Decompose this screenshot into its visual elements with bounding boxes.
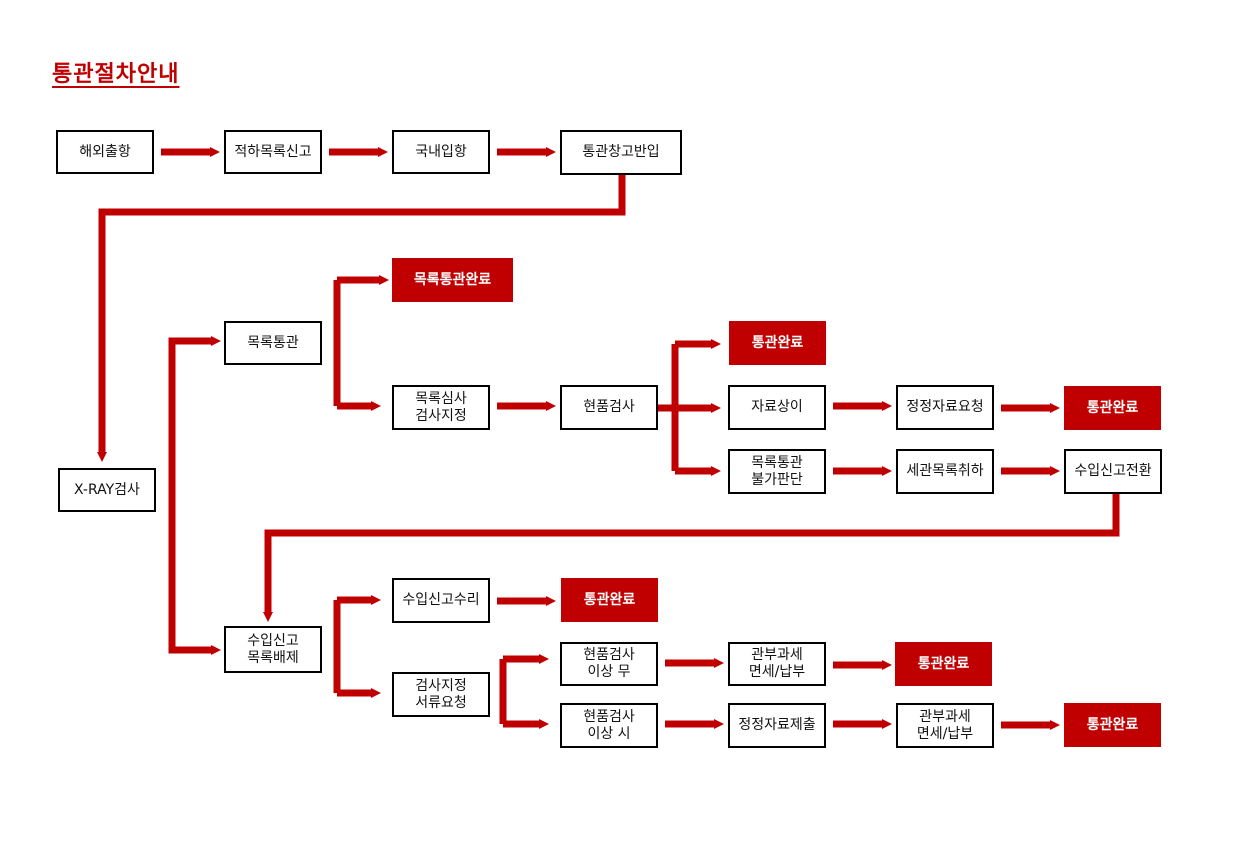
node-list-clearance-complete: 목록통관완료 [392,258,513,302]
node-list-clearance: 목록통관 [224,321,322,365]
node-manifest-report: 적하목록신고 [224,130,322,174]
arrow [168,337,209,654]
node-domestic-arrival: 국내입항 [392,130,490,174]
page-title: 통관절차안내 [52,62,180,87]
node-clearance-complete-d: 통관완료 [895,642,992,686]
arrow [97,175,626,462]
node-correction-request: 정정자료요청 [896,385,994,430]
node-overseas-departure: 해외출항 [56,130,154,174]
node-xray-inspection: X-RAY검사 [58,468,156,512]
node-list-review: 목록심사 검사지정 [392,385,490,430]
node-customs-list-withdrawal: 세관목록취하 [896,449,994,494]
node-clearance-complete-a: 통관완료 [729,321,826,365]
node-clearance-complete-e: 통관완료 [1064,703,1161,747]
node-physical-inspection: 현품검사 [560,385,658,430]
node-import-declaration-list-exclusion: 수입신고 목록배제 [224,626,322,673]
node-correction-submission: 정정자료제출 [728,703,826,748]
node-inspection-document-request: 검사지정 서류요청 [392,672,490,717]
node-bonded-warehouse-entry: 통관창고반입 [560,130,682,175]
node-import-declaration-conversion: 수입신고전환 [1064,449,1162,494]
arrow [263,494,1120,622]
node-clearance-complete-c: 통관완료 [561,578,658,622]
node-list-clearance-not-possible: 목록통관 불가판단 [728,449,826,494]
node-inspection-no-issue: 현품검사 이상 무 [560,642,658,686]
node-clearance-complete-b: 통관완료 [1064,386,1161,430]
node-import-declaration-acceptance: 수입신고수리 [392,578,490,623]
node-tax-exempt-pay-a: 관부과세 면세/납부 [728,642,826,686]
node-tax-exempt-pay-b: 관부과세 면세/납부 [896,703,994,748]
node-inspection-issue: 현품검사 이상 시 [560,703,658,748]
node-data-mismatch: 자료상이 [728,385,826,430]
